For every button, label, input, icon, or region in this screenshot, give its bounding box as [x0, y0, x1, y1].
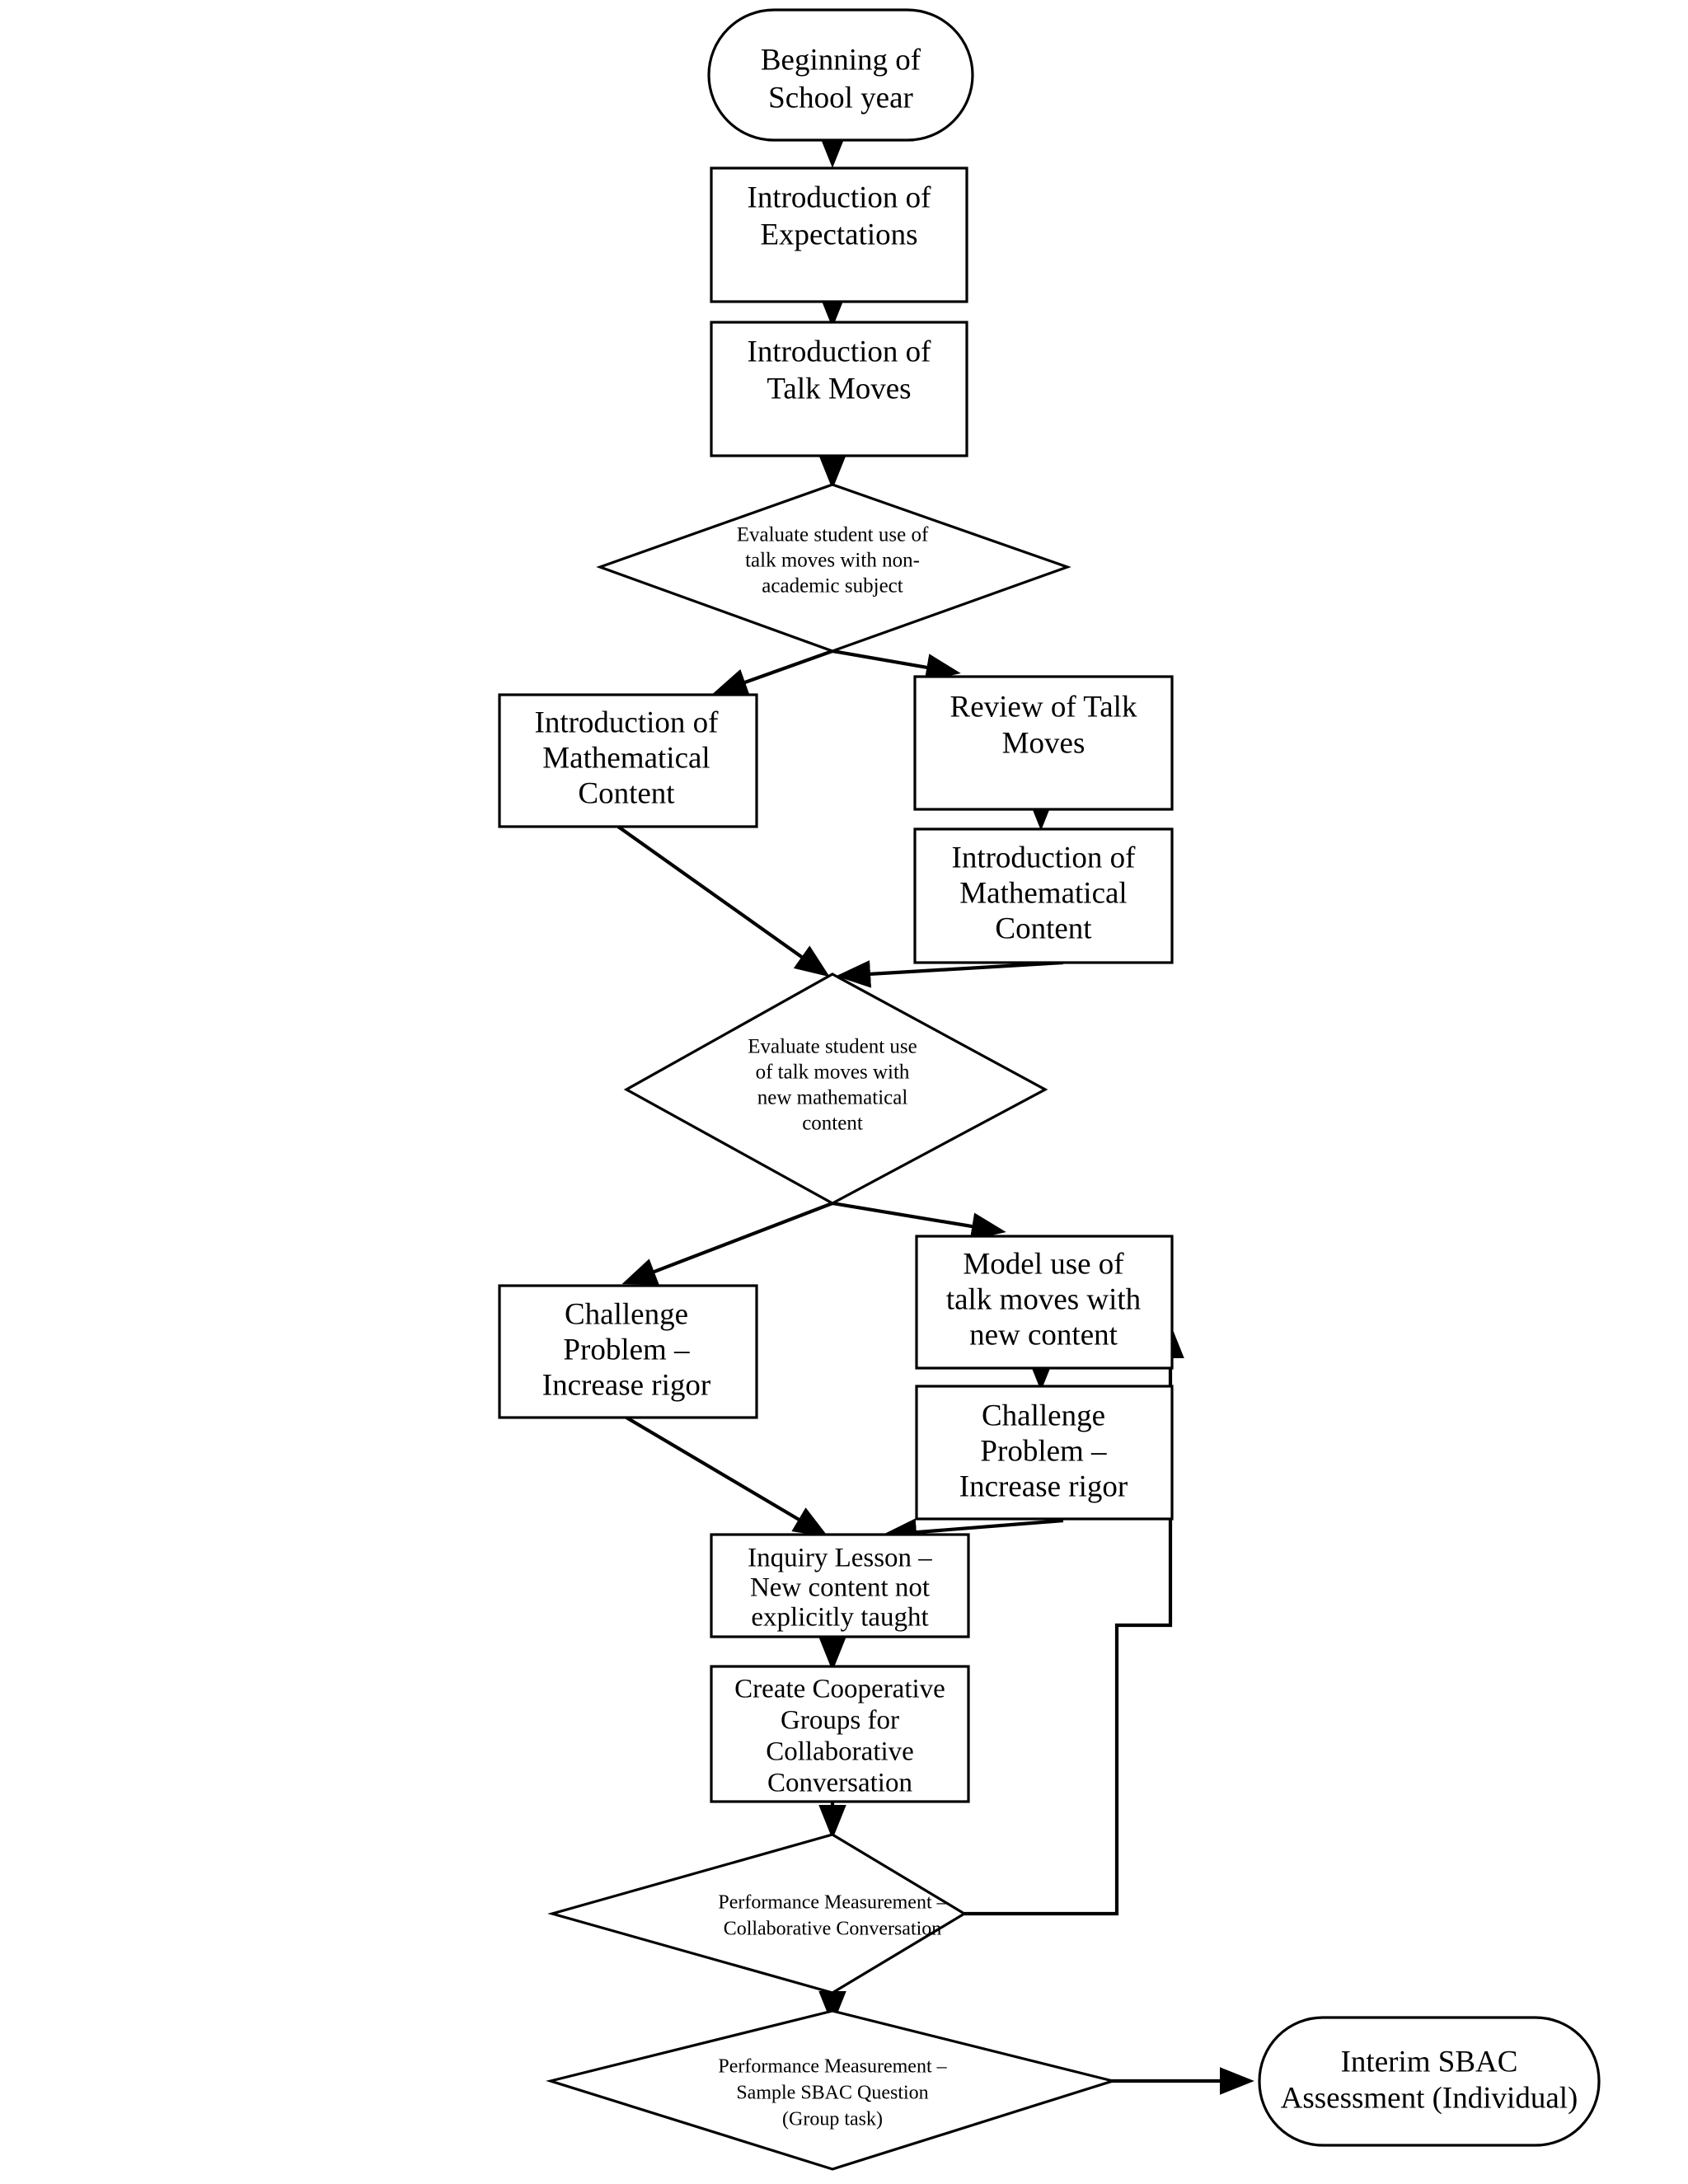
node-evaluate-math-line-4: content [802, 1113, 863, 1135]
node-cooperative-groups-line-2: Groups for [781, 1706, 899, 1736]
node-introduction-of-talk-moves-line-2: Talk Moves [767, 372, 911, 405]
edge-evaluate1-to-review-talk-moves [832, 649, 961, 682]
node-interim-sbac-line-1: Interim SBAC [1341, 2045, 1518, 2079]
node-evaluate-math-line-3: new mathematical [757, 1087, 908, 1109]
node-introduction-of-expectations[interactable]: Introduction of Expectations [710, 166, 968, 303]
edge-evaluate2-to-challenge-left [621, 1202, 833, 1285]
node-evaluate-math-line-2: of talk moves with [756, 1062, 910, 1084]
edge-intro-math-left-to-evaluate2 [617, 825, 830, 977]
node-model-use-line-2: talk moves with [946, 1282, 1142, 1316]
node-evaluate-nonacademic-line-1: Evaluate student use of [737, 524, 929, 546]
node-review-talk-moves-line-2: Moves [1002, 726, 1085, 760]
node-evaluate-new-mathematical-content[interactable]: Evaluate student use of talk moves with … [623, 972, 1048, 1205]
node-perf-collab-line-2: Collaborative Conversation [724, 1919, 942, 1940]
node-cooperative-groups-line-4: Conversation [767, 1769, 912, 1798]
node-challenge-left-line-3: Increase rigor [542, 1368, 710, 1402]
edge-challenge-left-to-inquiry [625, 1416, 829, 1537]
node-evaluate-nonacademic-line-2: talk moves with non- [745, 550, 920, 572]
node-inquiry-lesson-line-2: New content not [750, 1573, 930, 1603]
node-intro-math-left-line-1: Introduction of [535, 705, 720, 739]
node-interim-sbac-line-2: Assessment (Individual) [1281, 2081, 1578, 2115]
node-introduction-of-expectations-line-2: Expectations [760, 218, 917, 251]
node-perf-sbac-line-1: Performance Measurement – [718, 2056, 947, 2078]
node-beginning-of-school-year-line-1: Beginning of [761, 43, 921, 77]
node-intro-math-left-line-3: Content [578, 776, 675, 810]
node-introduction-of-talk-moves-line-1: Introduction of [748, 335, 932, 368]
edge-challenge-right-to-inquiry [882, 1518, 1064, 1546]
node-beginning-of-school-year[interactable]: Beginning of School year [707, 8, 974, 142]
edge-evaluate2-to-model-use [832, 1201, 1006, 1240]
node-challenge-problem-right[interactable]: Challenge Problem – Increase rigor [915, 1385, 1174, 1521]
node-evaluate-nonacademic-subject[interactable]: Evaluate student use of talk moves with … [596, 483, 1071, 653]
edge-intro-math-right-to-evaluate2 [836, 960, 1064, 988]
node-introduction-of-talk-moves[interactable]: Introduction of Talk Moves [710, 321, 968, 457]
node-perf-collab-line-1: Performance Measurement – [718, 1892, 947, 1914]
node-perf-sbac-line-2: Sample SBAC Question [736, 2083, 928, 2104]
node-challenge-right-line-1: Challenge [982, 1399, 1105, 1432]
node-challenge-right-line-3: Increase rigor [959, 1469, 1128, 1503]
node-cooperative-groups-line-1: Create Cooperative [734, 1675, 945, 1704]
node-challenge-left-line-1: Challenge [565, 1297, 688, 1331]
edge-feedback-loop-to-model-use [964, 1324, 1184, 1916]
edge-evaluate1-to-intro-math-left [712, 649, 833, 696]
node-evaluate-nonacademic-line-3: academic subject [762, 575, 903, 598]
node-intro-math-right-line-2: Mathematical [959, 876, 1127, 910]
node-inquiry-lesson-line-1: Inquiry Lesson – [748, 1544, 932, 1573]
node-create-cooperative-groups[interactable]: Create Cooperative Groups for Collaborat… [710, 1665, 970, 1803]
node-review-talk-moves-line-1: Review of Talk [950, 690, 1137, 724]
node-intro-math-right-line-3: Content [995, 912, 1092, 945]
nodes-layer: Beginning of School year Introduction of… [498, 8, 1601, 2171]
node-model-use-of-talk-moves[interactable]: Model use of talk moves with new content [915, 1235, 1174, 1370]
node-performance-measurement-collaborative[interactable]: Performance Measurement – Collaborative … [547, 1833, 968, 1994]
node-challenge-left-line-2: Problem – [563, 1333, 690, 1366]
node-inquiry-lesson[interactable]: Inquiry Lesson – New content not explici… [710, 1533, 970, 1638]
node-inquiry-lesson-line-3: explicitly taught [751, 1603, 928, 1633]
node-evaluate-math-line-1: Evaluate student use [748, 1036, 917, 1058]
node-model-use-line-1: Model use of [963, 1247, 1124, 1281]
node-cooperative-groups-line-3: Collaborative [766, 1737, 914, 1767]
node-performance-measurement-sbac[interactable]: Performance Measurement – Sample SBAC Qu… [546, 2009, 1118, 2171]
node-introduction-mathematical-content-right[interactable]: Introduction of Mathematical Content [913, 827, 1174, 964]
node-beginning-of-school-year-line-2: School year [768, 81, 913, 115]
node-intro-math-left-line-2: Mathematical [542, 741, 710, 775]
node-perf-sbac-line-3: (Group task) [782, 2109, 883, 2130]
node-challenge-problem-left[interactable]: Challenge Problem – Increase rigor [498, 1284, 758, 1419]
node-introduction-mathematical-content-left[interactable]: Introduction of Mathematical Content [498, 693, 758, 828]
node-interim-sbac-assessment[interactable]: Interim SBAC Assessment (Individual) [1258, 2016, 1601, 2147]
node-intro-math-right-line-1: Introduction of [952, 841, 1137, 874]
node-challenge-right-line-2: Problem – [980, 1434, 1107, 1468]
node-model-use-line-3: new content [969, 1318, 1118, 1352]
node-review-of-talk-moves[interactable]: Review of Talk Moves [913, 675, 1174, 811]
node-introduction-of-expectations-line-1: Introduction of [748, 180, 932, 214]
